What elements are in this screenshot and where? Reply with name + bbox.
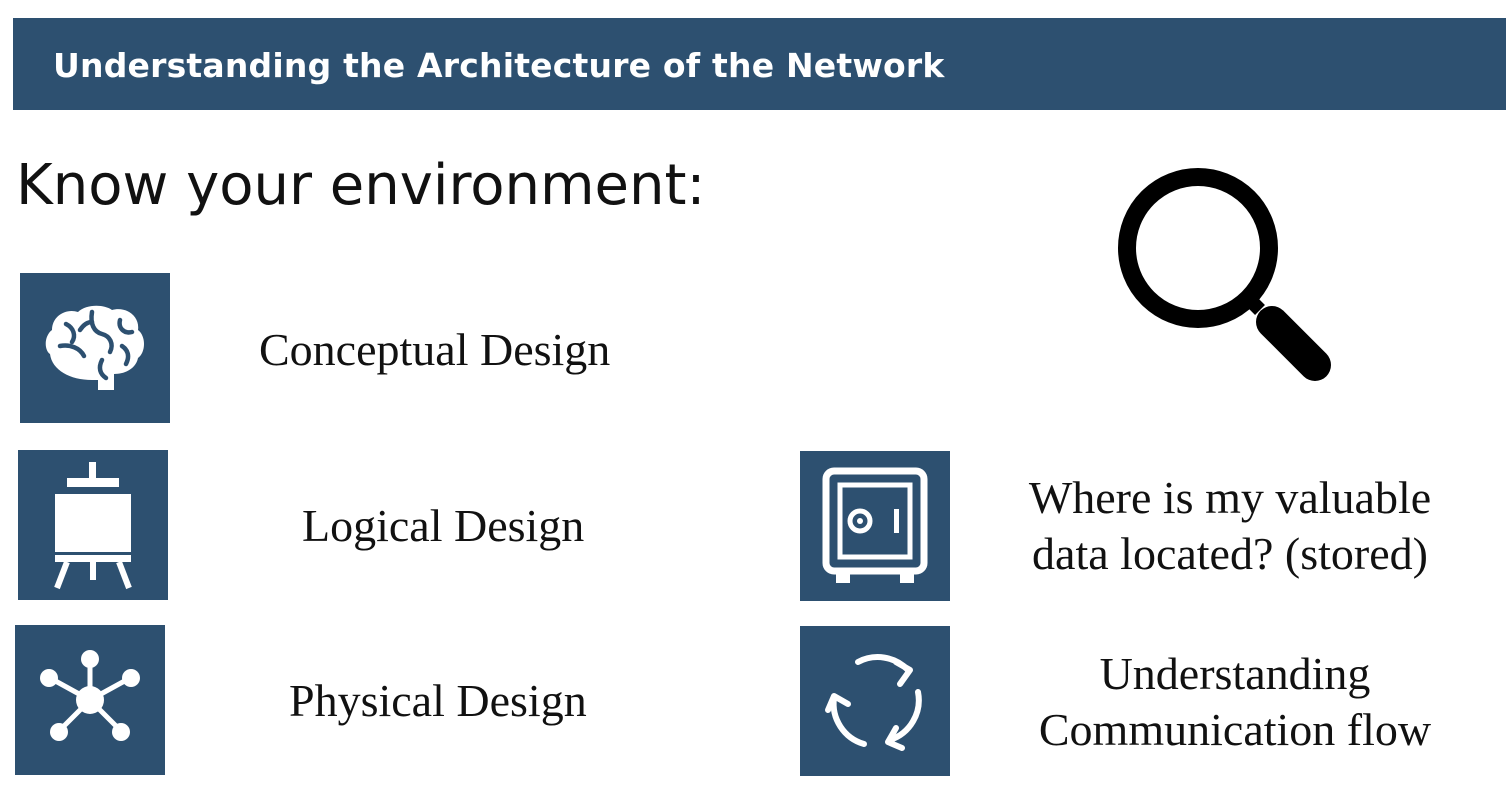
item-label-physical: Physical Design: [289, 675, 587, 726]
item-label-data-location: Where is my valuable data located? (stor…: [970, 470, 1490, 582]
item-label-conceptual: Conceptual Design: [259, 324, 611, 375]
item-label-logical: Logical Design: [302, 500, 585, 551]
header-title: Understanding the Architecture of the Ne…: [53, 46, 945, 85]
item-label-communication: Understanding Communication flow: [975, 646, 1495, 758]
item-label-communication-line-2: Communication flow: [1038, 704, 1432, 755]
page-subtitle: Know your environment:: [16, 153, 706, 218]
cycle-arrows-icon: [825, 654, 922, 751]
cycle-tile: [800, 626, 950, 776]
item-label-communication-line-1: Understanding: [1099, 648, 1371, 699]
item-label-data-location-line-1: Where is my valuable: [1028, 472, 1432, 523]
safe-icon: [822, 467, 928, 583]
safe-tile: [800, 451, 950, 601]
network-hub-icon: [40, 650, 140, 741]
brain-icon: [45, 305, 144, 390]
network-hub-tile: [15, 625, 165, 775]
header-bar: Understanding the Architecture of the Ne…: [13, 18, 1506, 110]
magnifying-glass-icon: [1110, 160, 1350, 400]
easel-icon: [54, 462, 132, 590]
easel-tile: [18, 450, 168, 600]
brain-tile: [20, 273, 170, 423]
item-label-data-location-line-2: data located? (stored): [1032, 528, 1428, 579]
